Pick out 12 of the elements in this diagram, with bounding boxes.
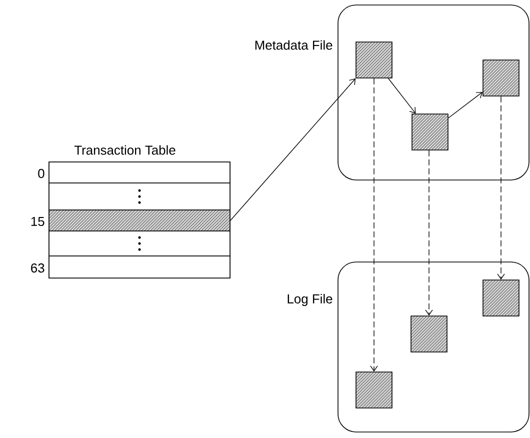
- arrow: [388, 78, 416, 114]
- row-index: 0: [38, 168, 44, 178]
- arrow: [370, 78, 378, 372]
- arrow: [425, 150, 433, 316]
- row-index: 15: [31, 216, 44, 226]
- arrow: [448, 92, 483, 118]
- arrow: [230, 78, 356, 221]
- heading: Metadata File: [255, 40, 332, 50]
- heading: Transaction Table: [74, 145, 176, 155]
- row-index: 63: [31, 263, 44, 273]
- heading: Log File: [288, 294, 332, 306]
- arrow: [497, 96, 505, 280]
